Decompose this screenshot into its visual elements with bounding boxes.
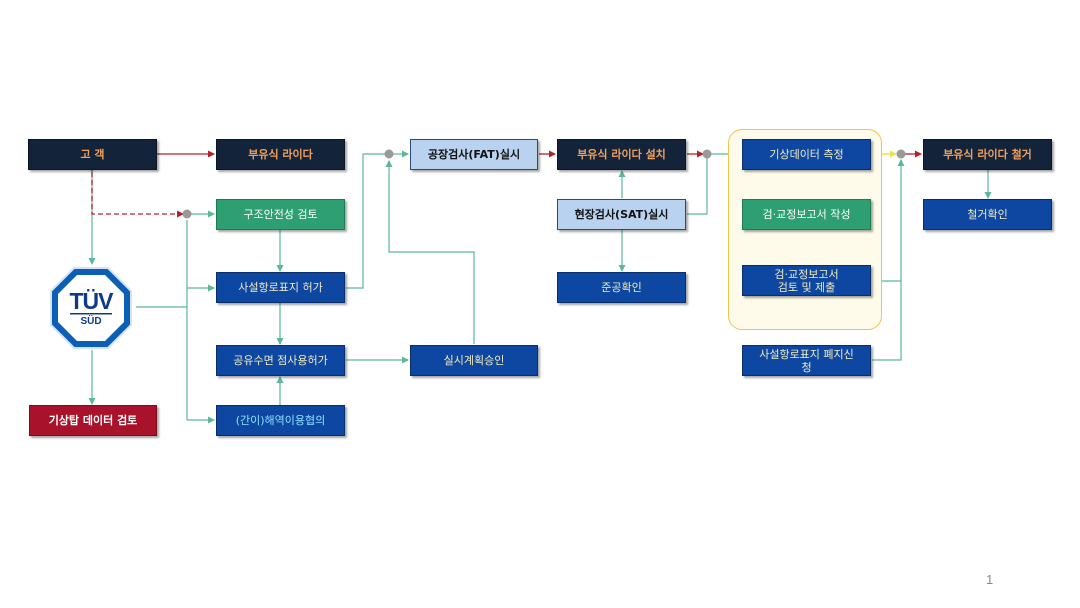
- connector-sat-junction3: [687, 158, 708, 215]
- calibration-review-label-line2: 검토 및 제출: [777, 280, 836, 294]
- completion-check-label: 준공확인: [601, 281, 642, 294]
- removal-check-box[interactable]: 철거확인: [923, 199, 1052, 230]
- logo-text-top: TÜV: [69, 288, 114, 314]
- site-test-label: 현장검사(SAT)실시: [574, 208, 669, 221]
- tuv-sud-logo: TÜV SÜD: [50, 267, 132, 349]
- junction-dot-structural: [182, 209, 192, 219]
- sea-area-consultation-label: (간이)해역이용협의: [235, 414, 326, 427]
- connector-navaid-junction2: [346, 153, 385, 289]
- navaid-abolish-label-line1: 사설항로표지 폐지신: [759, 347, 854, 361]
- structural-review-label: 구조안전성 검토: [243, 208, 318, 221]
- factory-test-label: 공장검사(FAT)실시: [427, 148, 521, 161]
- junction-dot-met: [702, 149, 712, 159]
- calibration-review-box[interactable]: 검·교정보고서 검토 및 제출: [742, 265, 871, 296]
- navaid-permit-box[interactable]: 사설항로표지 허가: [216, 272, 345, 303]
- connector-abolish-junction4: [872, 159, 905, 361]
- junction-dot-removal: [896, 149, 906, 159]
- met-tower-review-box[interactable]: 기상탑 데이터 검토: [29, 405, 157, 436]
- navaid-abolish-box[interactable]: 사설항로표지 폐지신 청: [742, 345, 871, 376]
- junction-dot-fat: [384, 149, 394, 159]
- connector-customer-junction1-dashed: [91, 172, 184, 218]
- water-use-permit-box[interactable]: 공유수면 점사용허가: [216, 345, 345, 376]
- page-number: 1: [986, 572, 994, 587]
- calibration-report-label: 검·교정보고서 작성: [762, 208, 851, 221]
- calibration-review-label-line1: 검·교정보고서: [774, 267, 839, 281]
- calibration-report-box[interactable]: 검·교정보고서 작성: [742, 199, 871, 230]
- floating-lidar-box[interactable]: 부유식 라이다: [216, 139, 345, 170]
- lidar-removal-label: 부유식 라이다 철거: [943, 148, 1032, 161]
- sea-area-consultation-box[interactable]: (간이)해역이용협의: [216, 405, 345, 436]
- factory-test-box[interactable]: 공장검사(FAT)실시: [410, 139, 538, 170]
- completion-check-box[interactable]: 준공확인: [557, 272, 686, 303]
- customer-label: 고 객: [80, 148, 105, 161]
- lidar-removal-box[interactable]: 부유식 라이다 철거: [923, 139, 1052, 170]
- lidar-install-box[interactable]: 부유식 라이다 설치: [557, 139, 686, 170]
- navaid-abolish-label-line2: 청: [801, 360, 812, 374]
- plan-approval-box[interactable]: 실시계획승인: [410, 345, 538, 376]
- met-measurement-label: 기상데이터 측정: [769, 148, 844, 161]
- plan-approval-label: 실시계획승인: [443, 354, 505, 367]
- water-use-permit-label: 공유수면 점사용허가: [233, 354, 328, 367]
- met-tower-review-label: 기상탑 데이터 검토: [48, 414, 138, 427]
- site-test-box[interactable]: 현장검사(SAT)실시: [557, 199, 686, 230]
- met-measurement-box[interactable]: 기상데이터 측정: [742, 139, 871, 170]
- customer-box[interactable]: 고 객: [28, 139, 157, 170]
- lidar-install-label: 부유식 라이다 설치: [577, 148, 666, 161]
- navaid-permit-label: 사설항로표지 허가: [238, 281, 323, 294]
- floating-lidar-label: 부유식 라이다: [248, 148, 313, 161]
- structural-review-box[interactable]: 구조안전성 검토: [216, 199, 345, 230]
- connector-met-junction4-head: [890, 150, 897, 158]
- connector-plan-junction2: [385, 160, 475, 344]
- logo-text-bottom: SÜD: [80, 316, 102, 327]
- tuv-sud-octagon-icon: [50, 267, 132, 349]
- removal-check-label: 철거확인: [967, 208, 1008, 221]
